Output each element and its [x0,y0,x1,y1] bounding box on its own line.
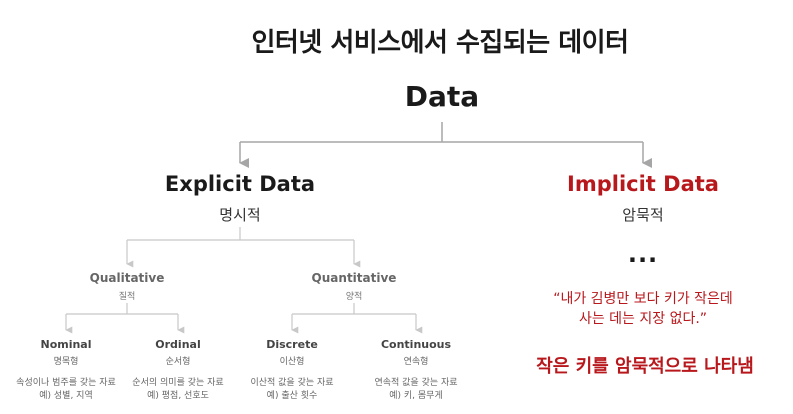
connector-root [239,122,652,168]
implicit-example-quote: “내가 김병만 보다 키가 작은데 사는 데는 지장 없다.” [553,289,733,329]
implicit-ellipsis: ... [627,240,659,268]
node-discrete-desc-line-1: 이산적 값을 갖는 자료 [250,378,334,388]
node-discrete-sub: 이산형 [279,357,305,367]
node-ordinal-sub: 순서형 [165,357,191,367]
node-quantitative: Quantitative [311,271,397,285]
node-nominal-desc-line-1: 속성이나 범주를 갖는 자료 [16,378,116,388]
node-explicit-data-sub: 명시적 [219,206,261,224]
connector-qualitative [65,303,185,334]
node-data: Data [404,80,480,113]
node-ordinal-desc-line-1: 순서의 의미를 갖는 자료 [132,378,224,388]
node-implicit-data: Implicit Data [567,172,719,196]
connector-explicit [126,227,361,268]
node-ordinal: Ordinal [155,338,201,351]
node-continuous-desc: 연속적 값을 갖는 자료 예) 키, 몸무게 [374,377,457,403]
node-nominal: Nominal [40,338,92,351]
node-nominal-desc-line-2: 예) 성별, 지역 [39,391,93,401]
implicit-quote-line-1: “내가 김병만 보다 키가 작은데 [553,291,733,307]
node-discrete-desc-line-2: 예) 출산 횟수 [266,391,318,401]
node-discrete-desc: 이산적 값을 갖는 자료 예) 출산 횟수 [250,377,333,403]
diagram-title: 인터넷 서비스에서 수집되는 데이터 [251,28,629,58]
node-continuous-desc-line-2: 예) 키, 몸무게 [389,391,443,401]
node-nominal-desc: 속성이나 범주를 갖는 자료 예) 성별, 지역 [16,377,116,403]
connector-quantitative [291,303,423,334]
node-quantitative-sub: 양적 [345,292,363,302]
node-continuous-sub: 연속형 [403,357,429,367]
node-implicit-data-sub: 암묵적 [622,206,664,224]
node-continuous-desc-line-1: 연속적 값을 갖는 자료 [374,378,458,388]
node-discrete: Discrete [266,338,318,351]
node-qualitative: Qualitative [89,271,165,285]
node-continuous: Continuous [380,338,452,351]
node-ordinal-desc: 순서의 의미를 갖는 자료 예) 평점, 선호도 [132,377,223,403]
node-ordinal-desc-line-2: 예) 평점, 선호도 [147,391,209,401]
node-nominal-sub: 명목형 [53,357,79,367]
implicit-summary: 작은 키를 암묵적으로 나타냄 [536,356,754,377]
node-qualitative-sub: 질적 [118,292,136,302]
node-explicit-data: Explicit Data [164,172,316,196]
implicit-quote-line-2: 사는 데는 지장 없다.” [578,311,708,327]
